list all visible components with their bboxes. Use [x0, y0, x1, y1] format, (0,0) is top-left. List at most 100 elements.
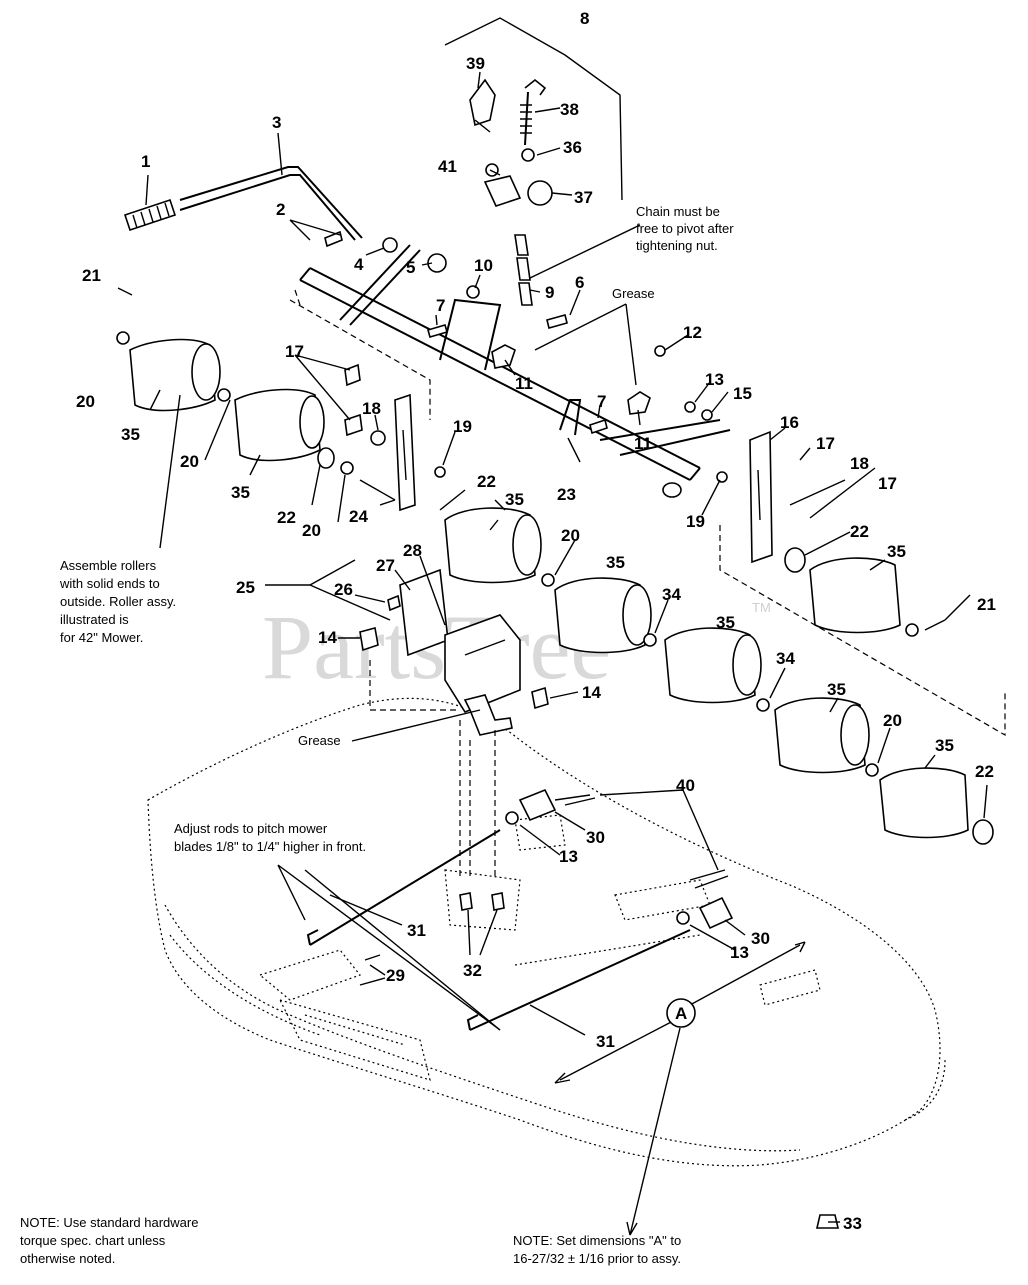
dimension-marker-a: A [675, 1004, 687, 1023]
callout-22a: 22 [277, 508, 296, 527]
adjust-note-line-2: blades 1/8" to 1/4" higher in front. [174, 839, 366, 854]
rollers-note-line-1: Assemble rollers [60, 558, 157, 573]
callout-18b: 18 [850, 454, 869, 473]
callout-28: 28 [403, 541, 422, 560]
height-adjust-bracket [359, 568, 549, 880]
callout-39: 39 [466, 54, 485, 73]
adjust-note-line-1: Adjust rods to pitch mower [174, 821, 328, 836]
callout-35b: 35 [231, 483, 250, 502]
callout-13a: 13 [705, 370, 724, 389]
callout-20c: 20 [302, 521, 321, 540]
callout-36: 36 [563, 138, 582, 157]
callout-20d: 20 [561, 526, 580, 545]
callout-22c: 22 [850, 522, 869, 541]
rollers-note-line-3: outside. Roller assy. [60, 594, 176, 609]
lift-rod [123, 166, 363, 241]
callout-34b: 34 [776, 649, 795, 668]
callout-9: 9 [545, 283, 554, 302]
hardware-note-line-1: NOTE: Use standard hardware [20, 1215, 198, 1230]
callout-18a: 18 [362, 399, 381, 418]
annotation-notes: Chain must be free to pivot after tighte… [20, 204, 734, 1266]
callout-14a: 14 [318, 628, 337, 647]
callout-22b: 22 [477, 472, 496, 491]
rollers [129, 338, 1006, 845]
chain-note-line-2: free to pivot after [636, 221, 734, 236]
callout-21a: 21 [82, 266, 101, 285]
callout-12: 12 [683, 323, 702, 342]
callout-3: 3 [272, 113, 281, 132]
dimension-note-line-2: 16-27/32 ± 1/16 prior to assy. [513, 1251, 681, 1266]
rollers-note-line-4: illustrated is [60, 612, 129, 627]
callout-19a: 19 [453, 417, 472, 436]
callout-17c: 17 [878, 474, 897, 493]
chain-note-line-3: tightening nut. [636, 238, 718, 253]
hardware-note-line-3: otherwise noted. [20, 1251, 115, 1266]
callout-10: 10 [474, 256, 493, 275]
callout-20a: 20 [76, 392, 95, 411]
callout-40: 40 [676, 776, 695, 795]
callout-33: 33 [843, 1214, 862, 1233]
callout-16: 16 [780, 413, 799, 432]
dimension-note-line-1: NOTE: Set dimensions "A" to [513, 1233, 681, 1248]
callout-31b: 31 [596, 1032, 615, 1051]
hardware-note-line-2: torque spec. chart unless [20, 1233, 166, 1248]
callout-35d: 35 [606, 553, 625, 572]
callout-35h: 35 [887, 542, 906, 561]
callout-15: 15 [733, 384, 752, 403]
hanger-brackets [359, 393, 773, 564]
grease-note-bottom: Grease [298, 733, 341, 748]
callout-35g: 35 [935, 736, 954, 755]
callout-17a: 17 [285, 342, 304, 361]
callout-27: 27 [376, 556, 395, 575]
callout-22d: 22 [975, 762, 994, 781]
callout-30b: 30 [751, 929, 770, 948]
leader-lines [145, 71, 988, 1223]
callout-11a: 11 [515, 374, 533, 393]
trademark-text: TM [752, 600, 771, 615]
rollers-note-line-5: for 42" Mower. [60, 630, 143, 645]
callout-34a: 34 [662, 585, 681, 604]
callout-20e: 20 [883, 711, 902, 730]
callout-35c: 35 [505, 490, 524, 509]
callout-6: 6 [575, 273, 584, 292]
callout-35a: 35 [121, 425, 140, 444]
callout-38: 38 [560, 100, 579, 119]
callout-8: 8 [580, 9, 589, 28]
callout-20b: 20 [180, 452, 199, 471]
callout-35f: 35 [827, 680, 846, 699]
callout-numbers: 1 2 3 4 5 6 7 7 8 9 10 11 11 12 13 13 13… [76, 9, 996, 1233]
grease-note-top: Grease [612, 286, 655, 301]
callout-14b: 14 [582, 683, 601, 702]
callout-5: 5 [406, 258, 415, 277]
chain-note-line-1: Chain must be [636, 204, 720, 219]
callout-29: 29 [386, 966, 405, 985]
callout-1: 1 [141, 152, 150, 171]
callout-30a: 30 [586, 828, 605, 847]
callout-26: 26 [334, 580, 353, 599]
callout-37: 37 [574, 188, 593, 207]
rollers-note-line-2: with solid ends to [59, 576, 160, 591]
callout-32: 32 [463, 961, 482, 980]
rear-axle-assembly [289, 244, 731, 498]
chain-clevis-kit [444, 17, 623, 306]
callout-2: 2 [276, 200, 285, 219]
callout-23: 23 [557, 485, 576, 504]
callout-35e: 35 [716, 613, 735, 632]
callout-13b: 13 [559, 847, 578, 866]
callout-21b: 21 [977, 595, 996, 614]
callout-19b: 19 [686, 512, 705, 531]
callout-13c: 13 [730, 943, 749, 962]
callout-24: 24 [349, 507, 368, 526]
callout-31a: 31 [407, 921, 426, 940]
callout-4: 4 [354, 255, 364, 274]
hardware-items [116, 230, 728, 483]
dimension-lines [304, 869, 806, 1236]
callout-25: 25 [236, 578, 255, 597]
adjust-rods [306, 788, 840, 1229]
callout-11b: 11 [634, 434, 652, 453]
callout-17b: 17 [816, 434, 835, 453]
callout-41: 41 [438, 157, 457, 176]
callout-7b: 7 [597, 392, 606, 411]
